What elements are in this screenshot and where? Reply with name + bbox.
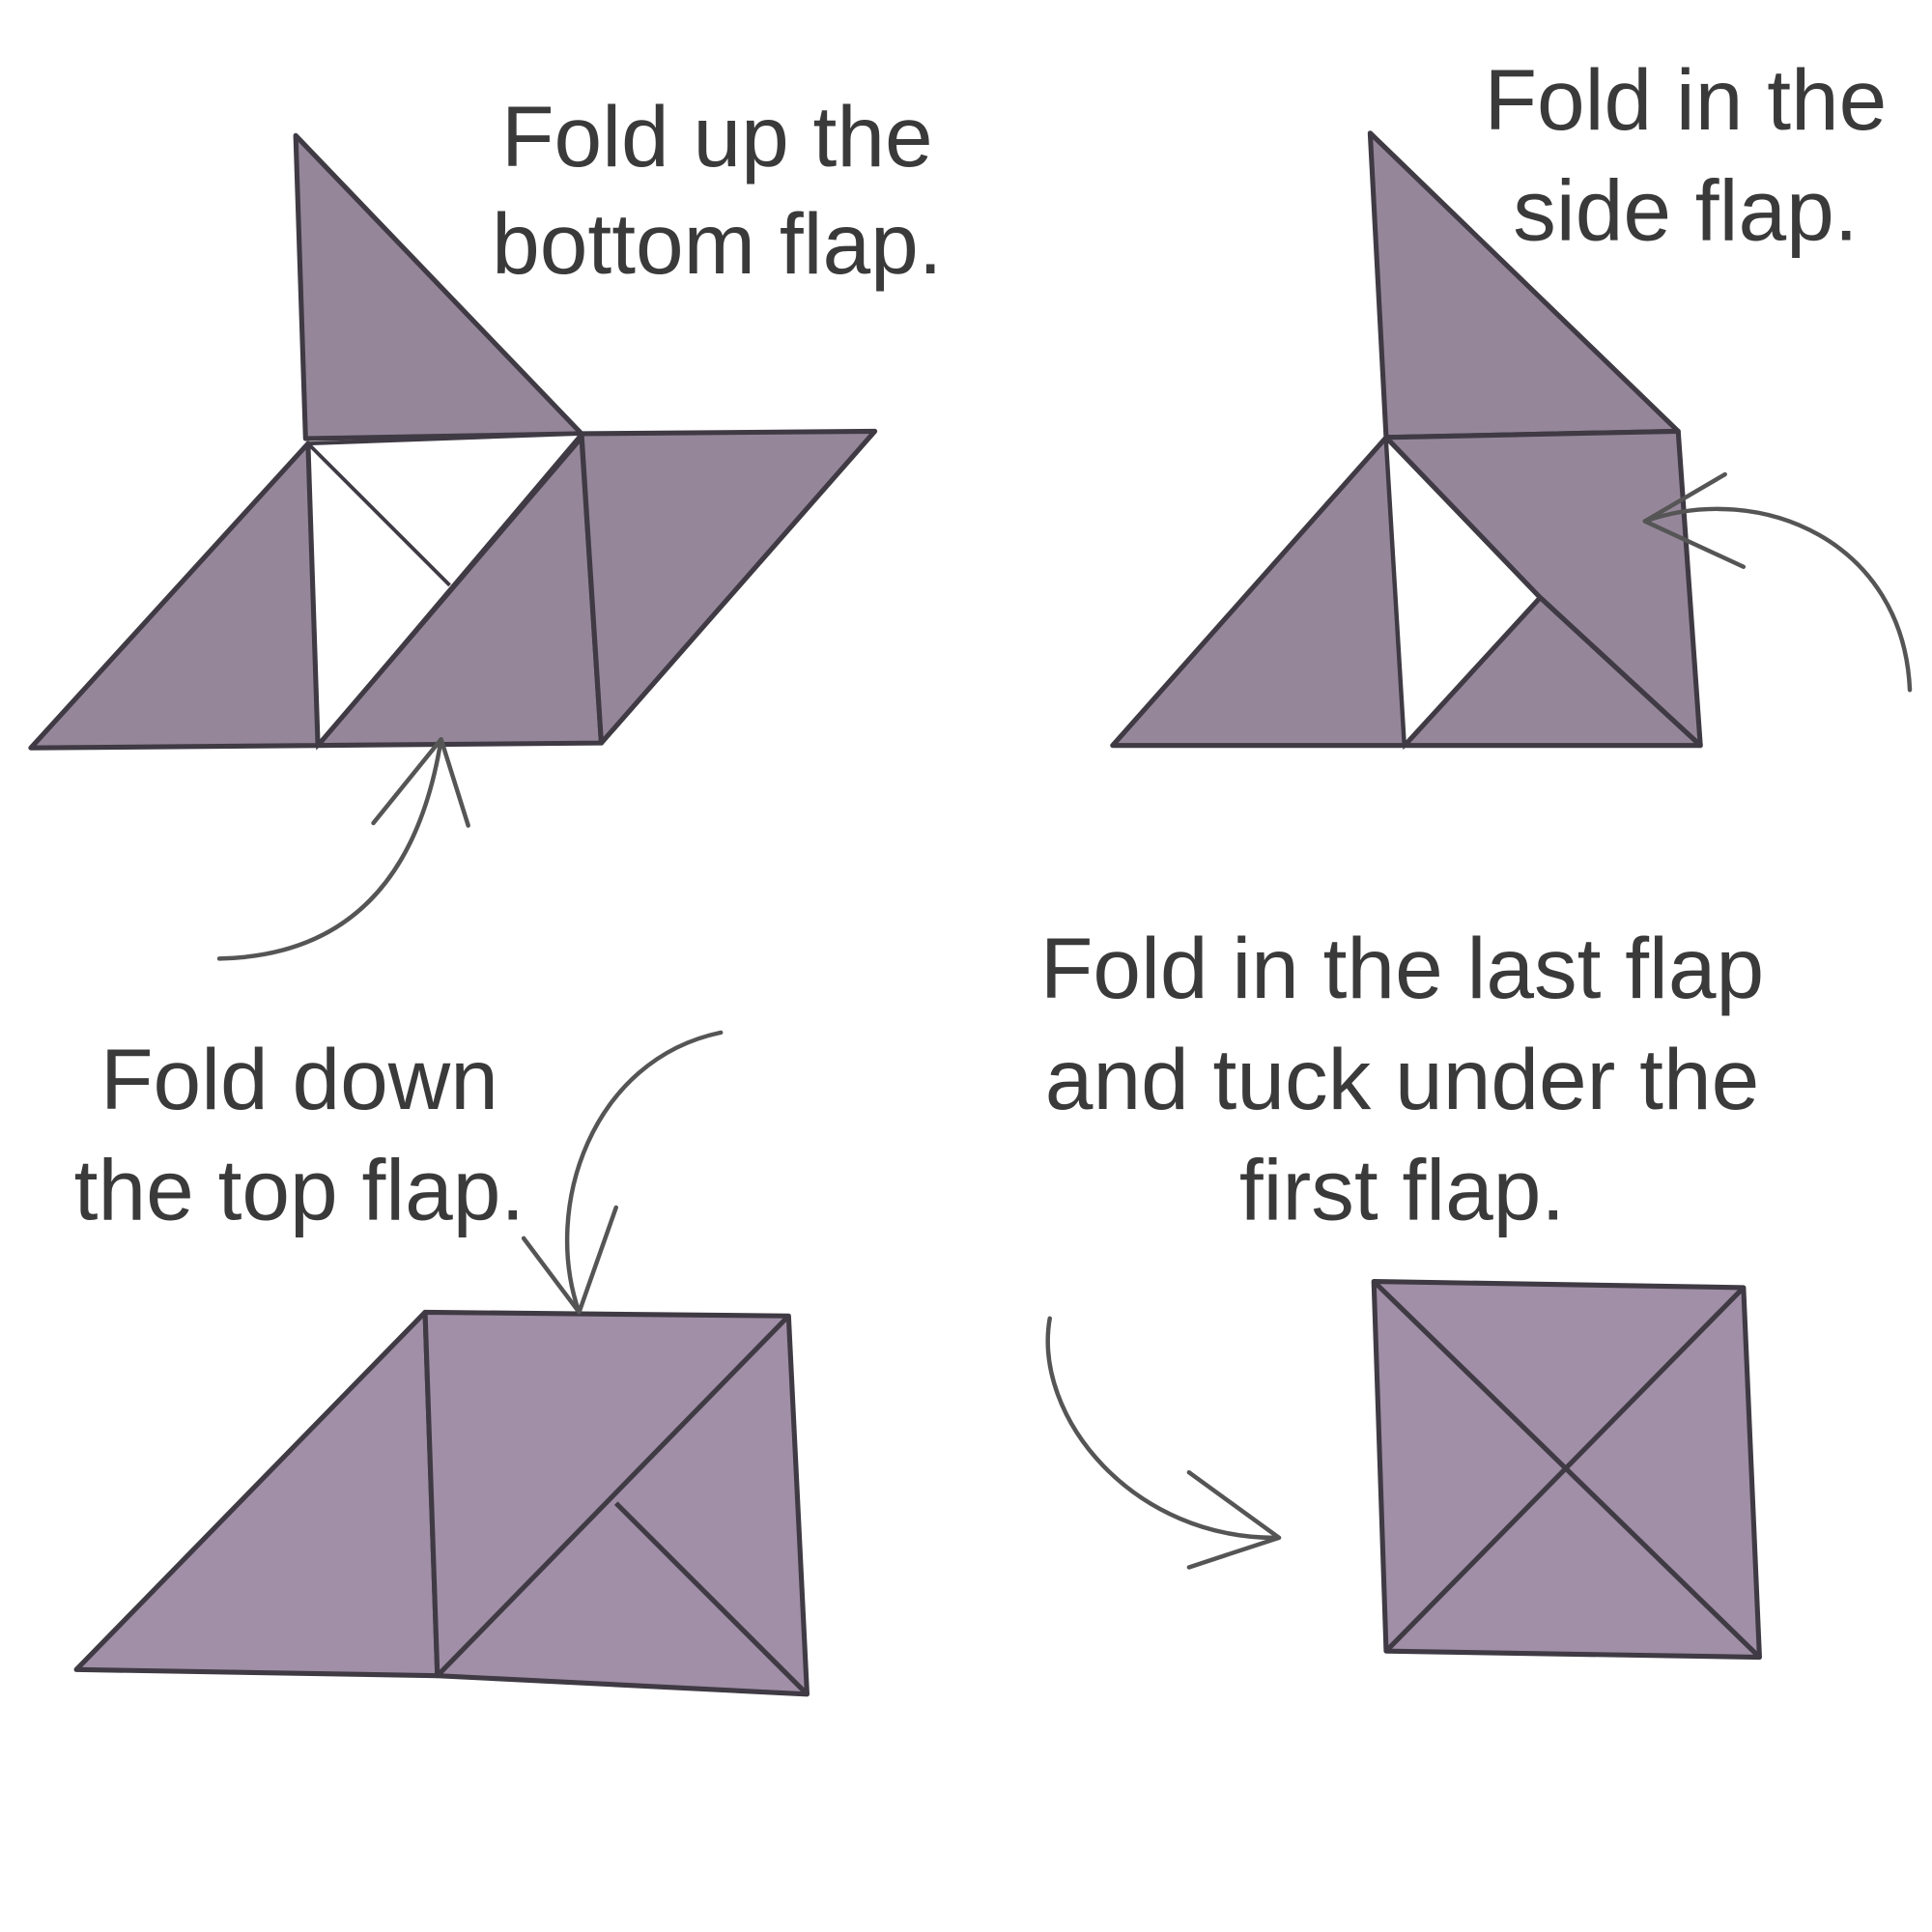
step-4-caption-line-3: first flap.: [1239, 1142, 1565, 1238]
step-1: Fold up the bottom flap.: [28, 88, 943, 961]
step-3: Fold down the top flap.: [73, 1030, 810, 1697]
step-2: Fold in the side flap.: [1110, 51, 1913, 751]
step-2-caption-line-1: Fold in the: [1484, 51, 1887, 148]
curved-arrow-icon: [216, 737, 470, 961]
curved-arrow-icon: [1642, 471, 1913, 693]
curved-arrow-icon: [521, 1030, 724, 1315]
step-2-paper: [1110, 130, 1703, 751]
step-3-paper: [73, 1309, 810, 1697]
step-4-caption-line-2: and tuck under the: [1045, 1031, 1759, 1127]
step-3-caption-line-2: the top flap.: [74, 1142, 526, 1238]
curved-arrow-icon: [1045, 1316, 1282, 1570]
step-1-caption-line-1: Fold up the: [501, 88, 933, 185]
step-4: Fold in the last flap and tuck under the…: [1040, 920, 1764, 1661]
step-3-caption-line-1: Fold down: [100, 1031, 498, 1127]
step-1-paper: [28, 132, 878, 751]
step-2-caption-line-2: side flap.: [1513, 162, 1858, 259]
step-1-caption-line-2: bottom flap.: [492, 195, 942, 292]
step-4-paper: [1371, 1278, 1762, 1661]
step-4-caption-line-1: Fold in the last flap: [1040, 920, 1764, 1016]
